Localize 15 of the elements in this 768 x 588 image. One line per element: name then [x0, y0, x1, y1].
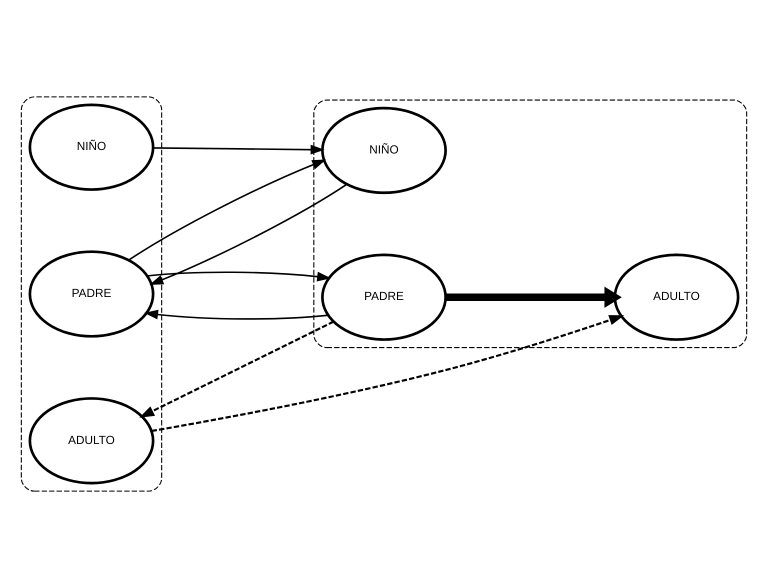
cluster — [20, 96, 162, 492]
node-ellipse: NIÑO — [28, 104, 154, 191]
arrow — [446, 286, 622, 308]
arrow — [128, 160, 326, 261]
arrow — [144, 310, 328, 320]
arrow — [153, 144, 325, 154]
node-ellipse: NIÑO — [321, 106, 447, 194]
arrow — [149, 184, 348, 285]
arrow — [152, 315, 624, 432]
arrow — [147, 271, 332, 282]
node-ellipse: PADRE — [321, 254, 447, 341]
cluster — [313, 100, 748, 348]
node-ellipse: PADRE — [28, 250, 154, 338]
node-ellipse: ADULTO — [614, 254, 740, 341]
arrow — [139, 320, 334, 418]
